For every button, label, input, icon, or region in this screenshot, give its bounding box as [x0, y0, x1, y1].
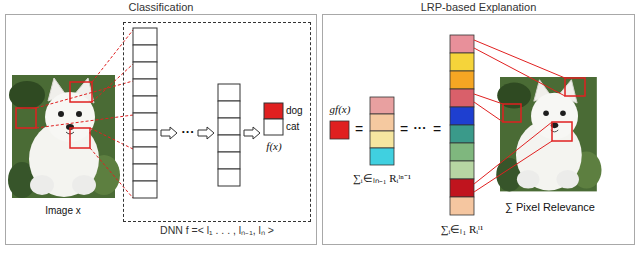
patch-mapping-line	[36, 30, 133, 198]
relevance-layer-1-part	[450, 35, 474, 53]
patch-mapping-line-part	[92, 64, 133, 102]
sum-formula: ∑ᵢ∈ₗₙ₋₁ Rᵢˡⁿ⁻¹	[353, 172, 411, 185]
class-label: dog	[286, 105, 303, 117]
relevance-layer-n-1-part	[370, 97, 394, 114]
input-layer-part	[133, 181, 157, 198]
dog-image-part	[496, 77, 601, 191]
input-patch	[16, 82, 92, 148]
relevance-patch	[503, 78, 585, 141]
hidden-layer-part	[218, 84, 240, 101]
patch-mapping-line-part	[90, 128, 133, 149]
hollow-arrow	[161, 127, 260, 139]
hidden-layer	[218, 84, 240, 186]
relevance-mapping-line	[474, 40, 565, 192]
hollow-arrow-part	[244, 127, 260, 139]
relevance-layer-n-1-part	[370, 148, 394, 165]
relevance-mapping-line-part	[474, 102, 503, 122]
output-layer-part	[264, 103, 283, 119]
dnn-box: DNN f =< l₁ . . . , lₙ₋₁, lₙ >	[123, 22, 311, 222]
patch-mapping-line-part	[36, 81, 133, 108]
input-layer-part	[133, 62, 157, 79]
hollow-arrow-part	[161, 127, 177, 139]
relevance-patch-part	[565, 78, 585, 96]
patch-mapping-line-part	[36, 115, 133, 128]
sum-formula: ∑ᵢ∈ₗ₁ Rᵢˡ¹	[441, 223, 484, 236]
relevance-layer-n-1-part	[370, 114, 394, 131]
relevance-layer-1-part	[450, 89, 474, 107]
relevance-layer-1-part	[450, 107, 474, 125]
hollow-arrow-part	[198, 127, 214, 139]
input-layer-part	[133, 28, 157, 45]
relevance-mapping-line-part	[474, 122, 552, 184]
hidden-layer-part	[218, 152, 240, 169]
input-patch-part	[70, 82, 92, 102]
dog-image	[496, 77, 601, 191]
input-layer-part	[133, 130, 157, 147]
hidden-layer-part	[218, 101, 240, 118]
dog-image-part	[8, 75, 120, 198]
panel-heading: Classification	[0, 1, 336, 14]
input-layer-part	[133, 113, 157, 130]
dog-image	[8, 75, 120, 198]
relevance-output	[330, 121, 349, 139]
input-patch-part	[70, 128, 90, 148]
output-layer	[264, 103, 283, 135]
equals-sign: =	[433, 121, 441, 137]
relevance-output-part	[330, 121, 349, 139]
relevance-layer-1-part	[450, 161, 474, 179]
hidden-layer-part	[218, 118, 240, 135]
function-label: gf(x)	[330, 103, 351, 116]
patch-mapping-line-part	[90, 148, 133, 198]
hidden-layer-part	[218, 169, 240, 186]
class-label: cat	[286, 121, 299, 133]
relevance-layer-1	[450, 35, 474, 215]
output-layer-part	[264, 119, 283, 135]
hidden-layer-part	[218, 135, 240, 152]
image-label: Image x	[45, 205, 81, 217]
input-patch-part	[16, 108, 36, 128]
relevance-layer-1-part	[450, 71, 474, 89]
input-layer-part	[133, 164, 157, 181]
panel-heading: LRP-based Explanation	[303, 1, 640, 14]
box-caption: DNN f =< l₁ . . . , lₙ₋₁, lₙ >	[104, 224, 330, 236]
relevance-layer-1-part	[450, 125, 474, 143]
input-layer-part	[133, 79, 157, 96]
relevance-mapping-line-part	[474, 94, 503, 104]
relevance-layer-n-1-part	[370, 131, 394, 148]
relevance-layer-1-part	[450, 143, 474, 161]
function-label: f(x)	[266, 140, 281, 153]
input-layer-part	[133, 45, 157, 62]
patch-mapping-line-part	[92, 30, 133, 82]
equals-sign: =	[400, 121, 408, 137]
ellipsis: ···	[414, 121, 427, 136]
input-layer-part	[133, 96, 157, 113]
input-layer	[133, 28, 157, 198]
relevance-patch-part	[552, 122, 572, 141]
input-layer-part	[133, 147, 157, 164]
relevance-layer-1-part	[450, 179, 474, 197]
relevance-layer-n-1	[370, 97, 394, 165]
relevance-patch-part	[503, 104, 521, 122]
equals-sign: =	[355, 121, 363, 137]
pixel-relevance-label: ∑ Pixel Relevance	[505, 201, 595, 214]
ellipsis: ···	[182, 125, 195, 140]
relevance-layer-1-part	[450, 53, 474, 71]
relevance-mapping-line-part	[474, 141, 552, 192]
relevance-layer-1-part	[450, 197, 474, 215]
relevance-mapping-line-part	[474, 48, 565, 96]
